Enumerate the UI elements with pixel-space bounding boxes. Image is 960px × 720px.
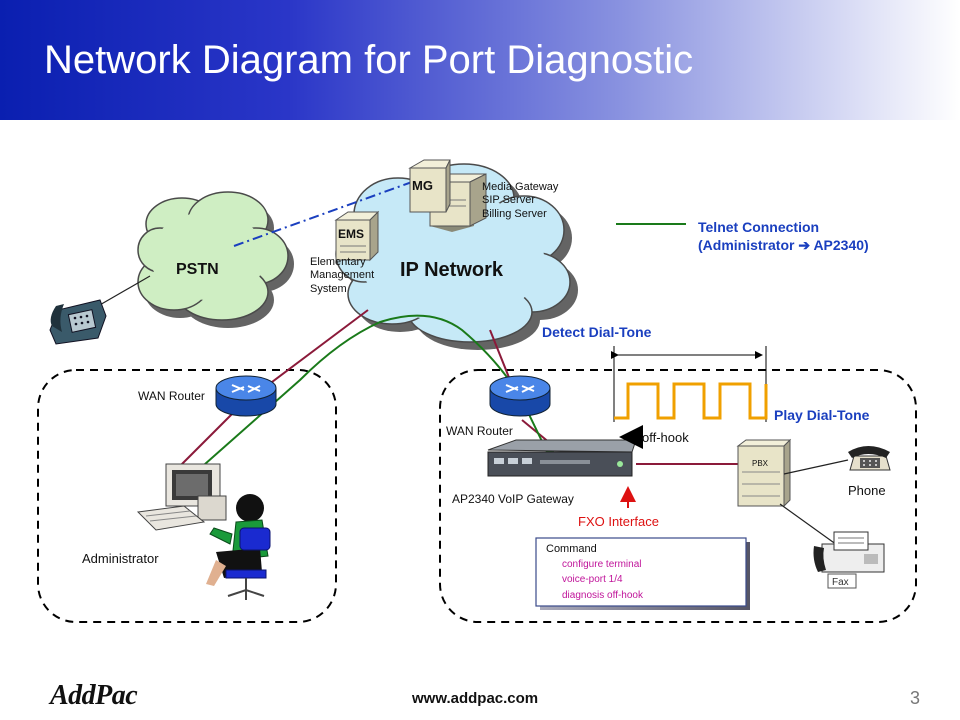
pbx-fax-line (779, 503, 845, 551)
play-dial-tone-label: Play Dial-Tone (774, 407, 870, 423)
pbx-label: PBX (752, 459, 769, 468)
right-router-icon (489, 375, 551, 417)
right-arrow-icon: ➔ (798, 237, 810, 253)
ems-desc-line: System (310, 283, 347, 295)
mg-desc-line: Media Gateway (482, 181, 559, 193)
pstn-mg-link (233, 181, 413, 247)
fax-label: Fax (832, 577, 849, 588)
title-banner (0, 0, 960, 120)
command-line: voice-port 1/4 (562, 574, 623, 585)
offhook-label: off-hook (642, 430, 689, 445)
telnet-legend: Telnet Connection (Administrator ➔ AP234… (616, 219, 869, 253)
pstn-phone-line (97, 275, 151, 307)
pstn-cloud: PSTN (137, 191, 294, 328)
command-line: configure terminal (562, 559, 641, 570)
left-router-icon (215, 375, 277, 417)
command-box: Command configure terminal voice-port 1/… (535, 537, 750, 610)
cable-left-router-cloud (263, 309, 369, 389)
telnet-legend-sub: (Administrator ➔ AP2340) (698, 237, 869, 253)
telnet-legend-title: Telnet Connection (698, 219, 819, 235)
slide-title: Network Diagram for Port Diagnostic (44, 38, 694, 82)
ems-description: Elementary Management System (310, 256, 374, 295)
right-router-label: WAN Router (446, 424, 513, 438)
detect-dial-tone-label: Detect Dial-Tone (542, 324, 652, 340)
left-site-boundary (37, 369, 337, 623)
ems-label: EMS (338, 227, 364, 241)
gateway-device-icon (487, 439, 637, 477)
right-site-boundary (439, 369, 917, 623)
ems-server-icon: EMS (334, 210, 380, 262)
dial-tone-waveform (614, 382, 768, 420)
pstn-label: PSTN (176, 261, 219, 278)
fax-icon: Fax (813, 531, 885, 589)
telnet-path (195, 314, 554, 473)
phone-label: Phone (848, 483, 886, 498)
left-router-label: WAN Router (138, 389, 205, 403)
pbx-phone-line (783, 459, 849, 475)
command-line: diagnosis off-hook (562, 590, 644, 601)
footer-url[interactable]: www.addpac.com (412, 690, 539, 707)
cable-right-router-cloud (489, 329, 511, 381)
phone-icon (848, 446, 891, 471)
ems-desc-line: Elementary (310, 256, 366, 268)
mg-desc-line: Billing Server (482, 208, 547, 220)
ems-desc-line: Management (310, 269, 374, 281)
mg-description: Media Gateway SIP Server Billing Server (482, 181, 559, 220)
page-number: 3 (910, 688, 921, 708)
admin-person-icon (206, 494, 271, 600)
admin-computer-icon (136, 463, 227, 531)
gateway-label: AP2340 VoIP Gateway (452, 492, 574, 506)
pstn-phone-icon (49, 299, 107, 345)
ip-network-label: IP Network (400, 259, 504, 281)
mg-desc-line: SIP Server (482, 194, 535, 206)
pbx-icon: PBX (736, 438, 792, 508)
mg-label: MG (412, 178, 433, 193)
admin-label: Administrator (82, 551, 159, 566)
fxo-label: FXO Interface (578, 514, 659, 529)
addpac-logo: AddPac (50, 680, 138, 711)
mg-server-icon: MG (408, 159, 487, 232)
command-title: Command (546, 543, 597, 555)
